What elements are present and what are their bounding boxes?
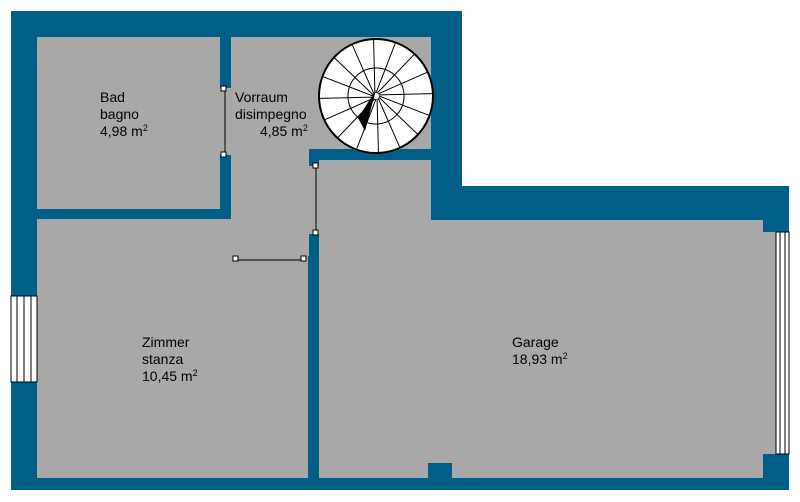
- room-name-garage: Garage: [512, 334, 559, 350]
- staircase-tread: [324, 97, 375, 121]
- staircase-outline: [318, 38, 434, 154]
- staircase-tread: [320, 96, 374, 99]
- staircase-tread: [377, 97, 401, 148]
- room-label-garage: Garage 18,93 m2: [512, 334, 568, 368]
- staircase-tread: [378, 95, 429, 116]
- windows: [10, 231, 790, 455]
- staircase-arrow: [358, 90, 376, 131]
- room-area-bad: 4,98 m2: [100, 123, 148, 139]
- door-openings: [219, 85, 320, 264]
- staircase-tread: [334, 57, 374, 96]
- door-jamb-mark-4: [300, 255, 307, 262]
- staircase-tread: [378, 96, 418, 135]
- room-area-vorraum: 4,85 m2: [260, 123, 308, 139]
- floor-bad: [37, 37, 220, 209]
- staircase-tread: [376, 98, 379, 152]
- staircase-tread: [323, 76, 374, 97]
- floor-garage-door-strip: [763, 232, 777, 454]
- door-jamb-mark-3: [232, 255, 239, 262]
- spiral-staircase: [318, 38, 434, 154]
- door-jamb-mark-6: [312, 229, 319, 236]
- staircase-tread: [375, 43, 396, 94]
- staircase-tread: [376, 54, 415, 94]
- garage-door: [775, 231, 790, 455]
- room-name-vorraum-de: Vorraum: [235, 89, 288, 105]
- floor-garage: [319, 220, 763, 478]
- room-area-garage: 18,93 m2: [512, 351, 568, 367]
- staircase-tread: [351, 44, 375, 95]
- room-name-bad-it: bagno: [100, 106, 139, 122]
- door-jamb-mark-5: [312, 162, 319, 169]
- room-name-zimmer-de: Zimmer: [142, 334, 190, 350]
- door-jamb-mark-1: [220, 85, 227, 92]
- room-label-zimmer: Zimmer stanza 10,45 m2: [142, 334, 198, 385]
- room-label-vorraum: Vorraum disimpegno 4,85 m2: [235, 89, 308, 140]
- garage-pillar: [428, 463, 452, 478]
- room-name-bad-de: Bad: [100, 89, 125, 105]
- room-area-zimmer: 10,45 m2: [142, 368, 198, 384]
- staircase-tread: [378, 93, 432, 96]
- door-jamb-mark-2: [220, 151, 227, 158]
- floor-garage-upper: [319, 160, 431, 220]
- staircase-tread: [373, 40, 376, 94]
- room-name-vorraum-it: disimpegno: [235, 106, 307, 122]
- door-vorraum-garage: [308, 166, 320, 234]
- room-name-zimmer-it: stanza: [142, 351, 184, 367]
- room-label-bad: Bad bagno 4,98 m2: [100, 89, 148, 140]
- staircase-inner-ring: [347, 67, 405, 125]
- staircase-tread: [377, 71, 428, 95]
